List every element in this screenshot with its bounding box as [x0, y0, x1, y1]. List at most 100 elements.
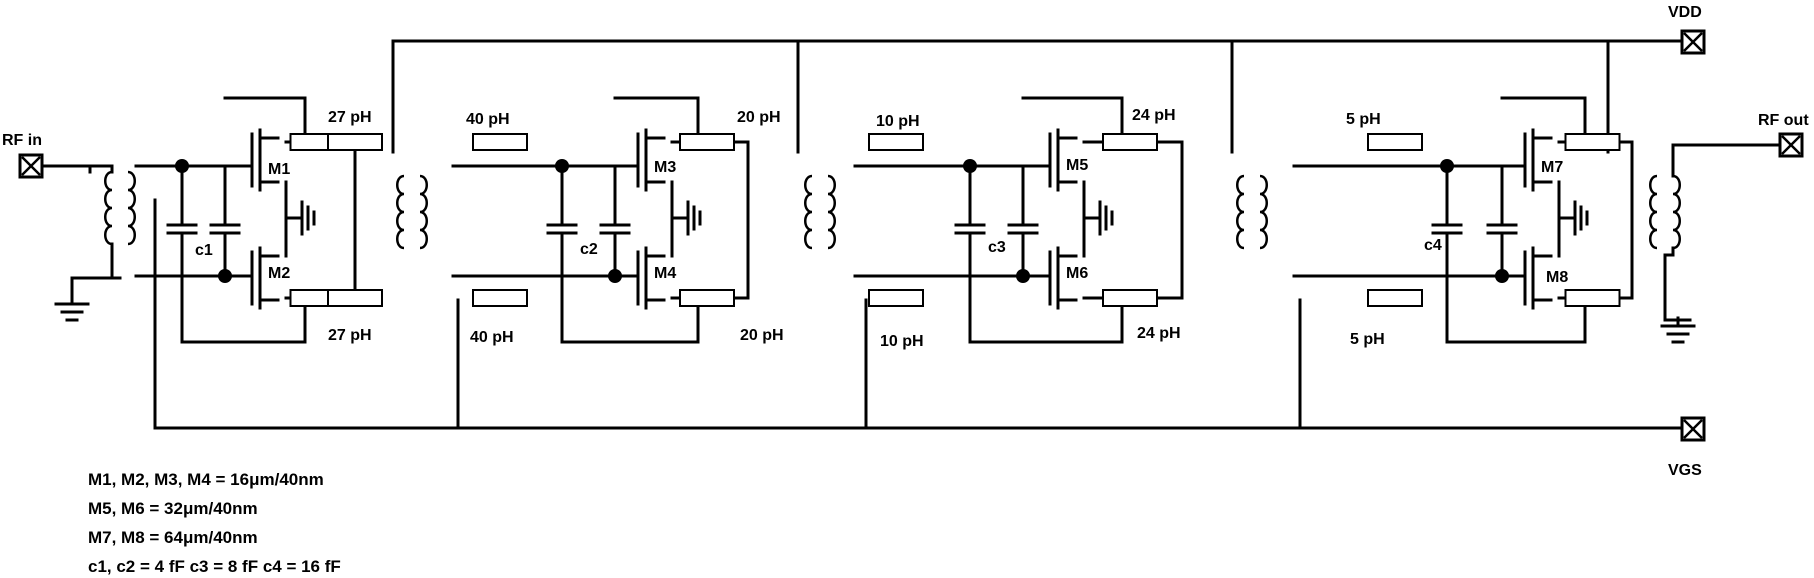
junction-dot — [608, 269, 622, 283]
transformer-primary — [396, 174, 405, 250]
interstage-resistor — [1367, 289, 1423, 307]
drain-resistor-top — [679, 133, 735, 151]
r-label-s4-in-bot: 5 pH — [1350, 331, 1385, 348]
stage-2 — [451, 96, 750, 344]
rf-out-port — [1698, 132, 1804, 158]
cross-couple-wire — [968, 298, 1124, 344]
stage-1 — [134, 96, 357, 344]
cross-couple-wire — [180, 298, 307, 344]
transformer-secondary — [827, 174, 836, 250]
vgs-port — [1680, 416, 1706, 442]
m3-label: M3 — [654, 159, 676, 176]
vdd-label: VDD — [1668, 4, 1702, 21]
interstage-resistor — [472, 289, 528, 307]
vdd-rail — [391, 39, 1682, 154]
transformer-secondary — [127, 170, 136, 246]
r-label-s3-in-bot: 10 pH — [880, 333, 924, 350]
rf-in-wire — [88, 164, 114, 174]
junction-dot — [1016, 269, 1030, 283]
cross-couple-wire — [1021, 96, 1124, 144]
drain-resistor-bottom — [1102, 289, 1158, 307]
rf-out-return — [1663, 246, 1675, 257]
m8-label: M8 — [1546, 269, 1568, 286]
junction-dot — [1440, 159, 1454, 173]
m5-label: M5 — [1066, 157, 1088, 174]
drain-resistor-top — [1564, 133, 1621, 151]
junction-dot — [175, 159, 189, 173]
stage-1-top-resistor — [327, 133, 383, 151]
interstage-transformer-3 — [1236, 174, 1268, 250]
cross-couple-wire — [1445, 298, 1587, 344]
m2-label: M2 — [268, 265, 290, 282]
note-line-1: M1, M2, M3, M4 = 16μm/40nm — [88, 470, 324, 489]
note-line-2: M5, M6 = 32μm/40nm — [88, 499, 258, 518]
rf-in-port — [18, 153, 92, 179]
transformer-primary — [1649, 174, 1658, 250]
transformer-secondary — [1259, 174, 1268, 250]
r-label-s1-top: 27 pH — [328, 109, 372, 126]
junction-dot — [963, 159, 977, 173]
interstage-resistor — [472, 133, 528, 151]
rf-in-return — [110, 242, 122, 280]
input-ground — [54, 276, 122, 322]
stage-1-bottom-resistor — [327, 289, 383, 307]
stage-3 — [853, 96, 1184, 344]
drain-resistor-bottom — [679, 289, 735, 307]
m4-label: M4 — [654, 265, 676, 282]
r-label-s2-in-bot: 40 pH — [470, 329, 514, 346]
r-label-s1-bot: 27 pH — [328, 327, 372, 344]
junction-dot — [218, 269, 232, 283]
rf-out-wire — [1671, 143, 1702, 178]
note-line-3: M7, M8 = 64μm/40nm — [88, 528, 258, 547]
interstage-resistor — [868, 289, 924, 307]
transformer-primary — [104, 170, 113, 246]
transistor-lower — [1048, 246, 1078, 310]
transistor-upper — [1523, 128, 1553, 192]
transistor-lower — [250, 246, 280, 310]
transistor-lower — [1523, 246, 1553, 310]
junction-dot — [1495, 269, 1509, 283]
r-label-s3-in-top: 10 pH — [876, 113, 920, 130]
interstage-resistor — [1367, 133, 1423, 151]
note-line-4: c1, c2 = 4 fF c3 = 8 fF c4 = 16 fF — [88, 557, 341, 576]
transformer-secondary — [1672, 174, 1681, 250]
rf-out-label: RF out — [1758, 112, 1809, 129]
transistor-lower — [636, 246, 666, 310]
c2-label: c2 — [580, 241, 598, 258]
interstage-transformer-2 — [804, 174, 836, 250]
transistor-upper — [1048, 128, 1078, 192]
transformer-primary — [1236, 174, 1245, 250]
r-label-s3-out-top: 24 pH — [1132, 107, 1176, 124]
junction-dot — [555, 159, 569, 173]
r-label-s3-out-bot: 24 pH — [1137, 325, 1181, 342]
interstage-resistor — [868, 133, 924, 151]
cross-couple-wire — [223, 96, 307, 144]
r-label-s2-out-top: 20 pH — [737, 109, 781, 126]
drain-resistor-bottom — [1564, 289, 1621, 307]
transistor-upper — [636, 128, 666, 192]
input-transformer — [104, 170, 136, 246]
amplifier-stages — [88, 96, 1702, 344]
cross-couple-wire — [613, 96, 700, 144]
r-label-s4-in-top: 5 pH — [1346, 111, 1381, 128]
stage-4 — [1292, 96, 1634, 344]
r-label-s2-in-top: 40 pH — [466, 111, 510, 128]
vgs-rail — [153, 198, 1682, 430]
vdd-port — [1680, 29, 1706, 55]
cross-couple-wire — [560, 298, 700, 344]
c4-label: c4 — [1424, 237, 1442, 254]
rf-in-label: RF in — [2, 132, 42, 149]
cross-couple-wire — [1500, 96, 1587, 144]
output-ground — [1660, 253, 1696, 344]
transistor-upper — [250, 128, 280, 192]
transformer-secondary — [419, 174, 428, 250]
m1-label: M1 — [268, 161, 290, 178]
c3-label: c3 — [988, 239, 1006, 256]
drain-resistor-top — [1102, 133, 1158, 151]
r-label-s2-out-bot: 20 pH — [740, 327, 784, 344]
m6-label: M6 — [1066, 265, 1088, 282]
interstage-transformer-1 — [396, 174, 428, 250]
output-transformer — [1649, 174, 1681, 250]
c1-label: c1 — [195, 242, 213, 259]
